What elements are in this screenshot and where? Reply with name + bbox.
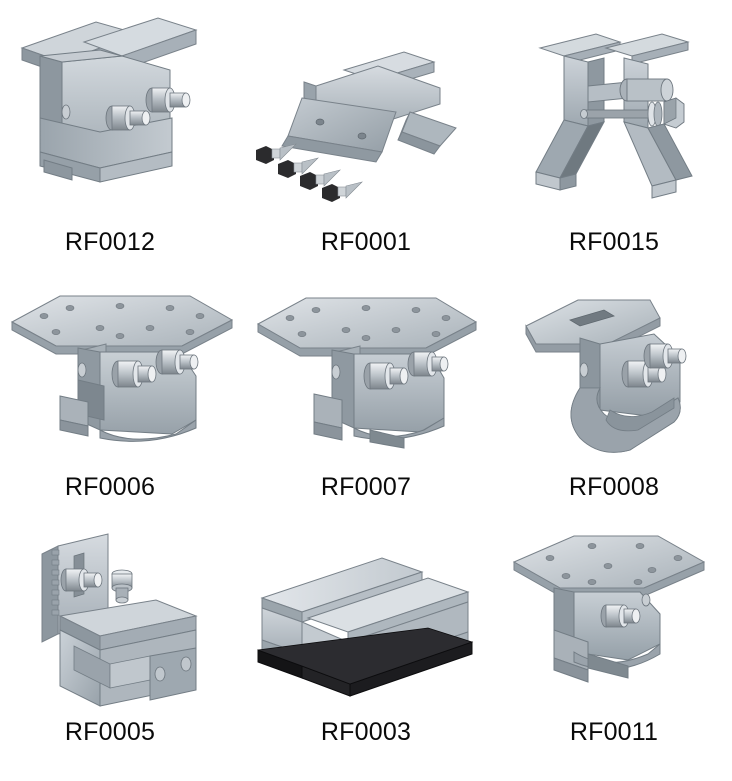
product-card-rf0006[interactable]: RF0006	[0, 270, 244, 520]
product-label: RF0007	[320, 473, 412, 501]
product-label: RF0003	[320, 718, 412, 746]
stud-glyph	[111, 569, 133, 604]
product-image-rf0015	[488, 0, 732, 230]
bolt-glyph	[600, 604, 641, 628]
screw-glyph	[278, 157, 319, 178]
bolt-glyph	[155, 349, 199, 375]
product-label: RF0008	[568, 473, 660, 501]
nut-glyph	[647, 97, 685, 129]
product-card-rf0001[interactable]: RF0001	[244, 0, 488, 270]
product-label: RF0015	[568, 228, 660, 256]
product-card-rf0008[interactable]: RF0008	[488, 270, 732, 520]
product-card-rf0005[interactable]: RF0005	[0, 520, 244, 781]
screw-glyph	[300, 169, 341, 190]
bolt-glyph	[111, 360, 157, 388]
product-label: RF0005	[64, 718, 156, 746]
bolt-glyph	[145, 87, 191, 113]
bolt-glyph	[407, 351, 449, 377]
product-label: RF0011	[569, 718, 659, 746]
product-label: RF0006	[64, 473, 156, 501]
product-image-rf0011	[488, 520, 732, 720]
bolt-glyph	[643, 343, 687, 369]
product-image-rf0005	[0, 520, 244, 720]
product-image-rf0006	[0, 270, 244, 475]
bolt-glyph	[621, 360, 667, 388]
product-image-rf0012	[0, 0, 244, 230]
product-image-rf0007	[244, 270, 488, 475]
product-card-rf0015[interactable]: RF0015	[488, 0, 732, 270]
screw-glyph	[322, 181, 363, 202]
product-card-rf0007[interactable]: RF0007	[244, 270, 488, 520]
product-image-rf0001	[244, 0, 488, 230]
product-image-rf0008	[488, 270, 732, 475]
product-image-rf0003	[244, 520, 488, 720]
screw-glyph	[256, 143, 297, 164]
product-card-rf0012[interactable]: RF0012	[0, 0, 244, 270]
bolt-glyph	[105, 105, 151, 131]
product-label: RF0012	[64, 228, 156, 256]
product-label: RF0001	[320, 228, 412, 256]
bolt-glyph	[60, 568, 103, 592]
product-card-rf0003[interactable]: RF0003	[244, 520, 488, 781]
product-card-rf0011[interactable]: RF0011	[488, 520, 732, 781]
bolt-glyph	[363, 362, 409, 390]
